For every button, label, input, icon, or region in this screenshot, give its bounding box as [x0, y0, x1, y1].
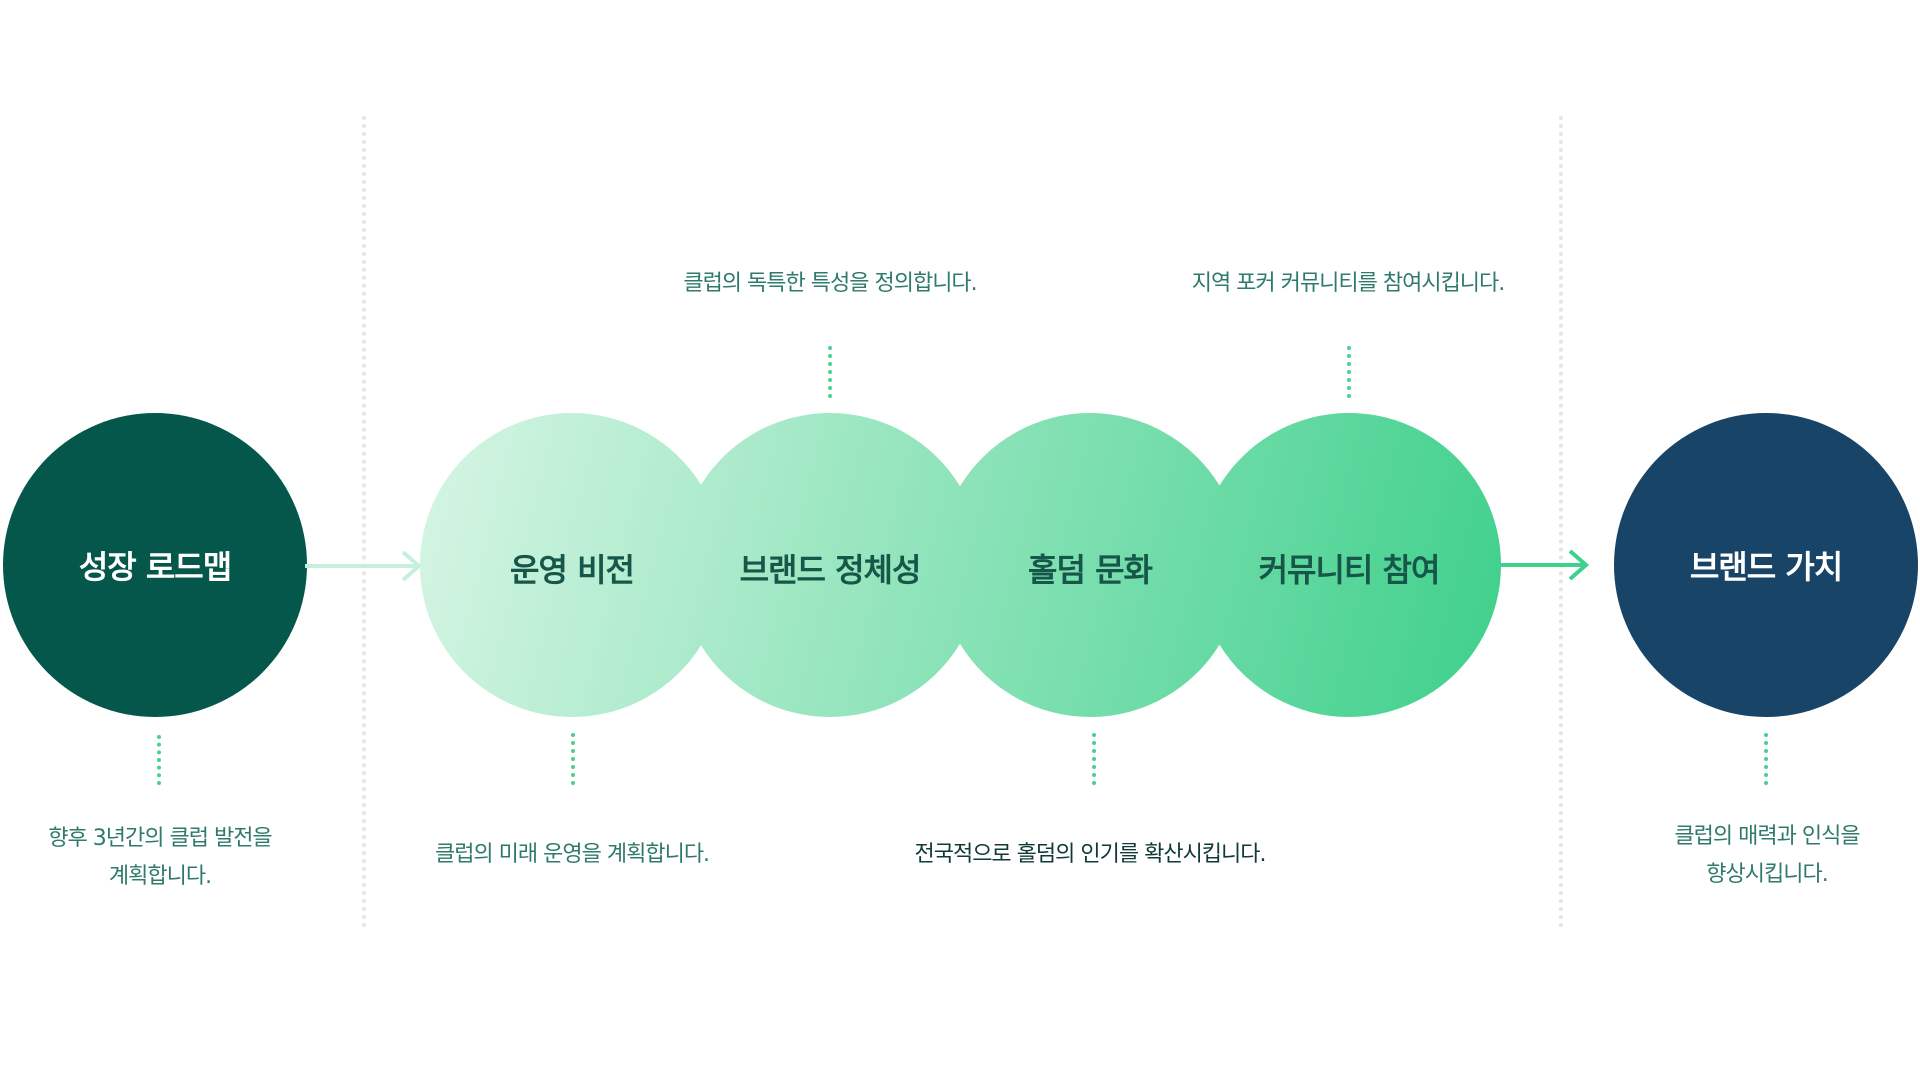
stage-2-connector-dots [828, 346, 832, 398]
stage-1-description: 클럽의 미래 운영을 계획합니다. [434, 842, 710, 867]
stage-3-description: 전국적으로 홀덤의 인기를 확산시킵니다. [914, 842, 1266, 867]
stage-label-holdem-culture: 홀덤 문화 [1028, 551, 1153, 589]
end-description: 클럽의 매력과 인식을 향상시킵니다. [1612, 818, 1920, 894]
start-description-line-2: 계획합니다. [108, 864, 212, 889]
stage-4-description: 지역 포커 커뮤니티를 참여시킵니다. [1191, 271, 1506, 296]
separator-right [1559, 116, 1563, 928]
stage-label-community-engagement: 커뮤니티 참여 [1258, 551, 1441, 589]
start-description: 향후 3년간의 클럽 발전을 계획합니다. [5, 820, 315, 896]
stage-2-description: 클럽의 독특한 특성을 정의합니다. [683, 271, 977, 296]
stage-3-connector-dots [1092, 733, 1096, 785]
end-description-line-1: 클럽의 매력과 인식을 [1674, 824, 1860, 849]
start-circle: 성장 로드맵 [3, 413, 307, 717]
start-connector-dots [157, 735, 161, 785]
start-label: 성장 로드맵 [78, 548, 232, 586]
separator-left [362, 116, 366, 928]
arrow-into-stages [305, 550, 423, 582]
stage-4-connector-dots [1347, 346, 1351, 398]
end-description-line-2: 향상시킵니다. [1706, 862, 1828, 887]
end-connector-dots [1764, 733, 1768, 785]
arrow-to-brand-value [1500, 549, 1590, 581]
end-label: 브랜드 가치 [1689, 548, 1843, 586]
start-description-line-1: 향후 3년간의 클럽 발전을 [48, 826, 272, 851]
stage-1-connector-dots [571, 733, 575, 785]
stage-label-brand-identity: 브랜드 정체성 [739, 551, 922, 589]
end-circle: 브랜드 가치 [1614, 413, 1918, 717]
stage-label-operation-vision: 운영 비전 [510, 551, 635, 589]
